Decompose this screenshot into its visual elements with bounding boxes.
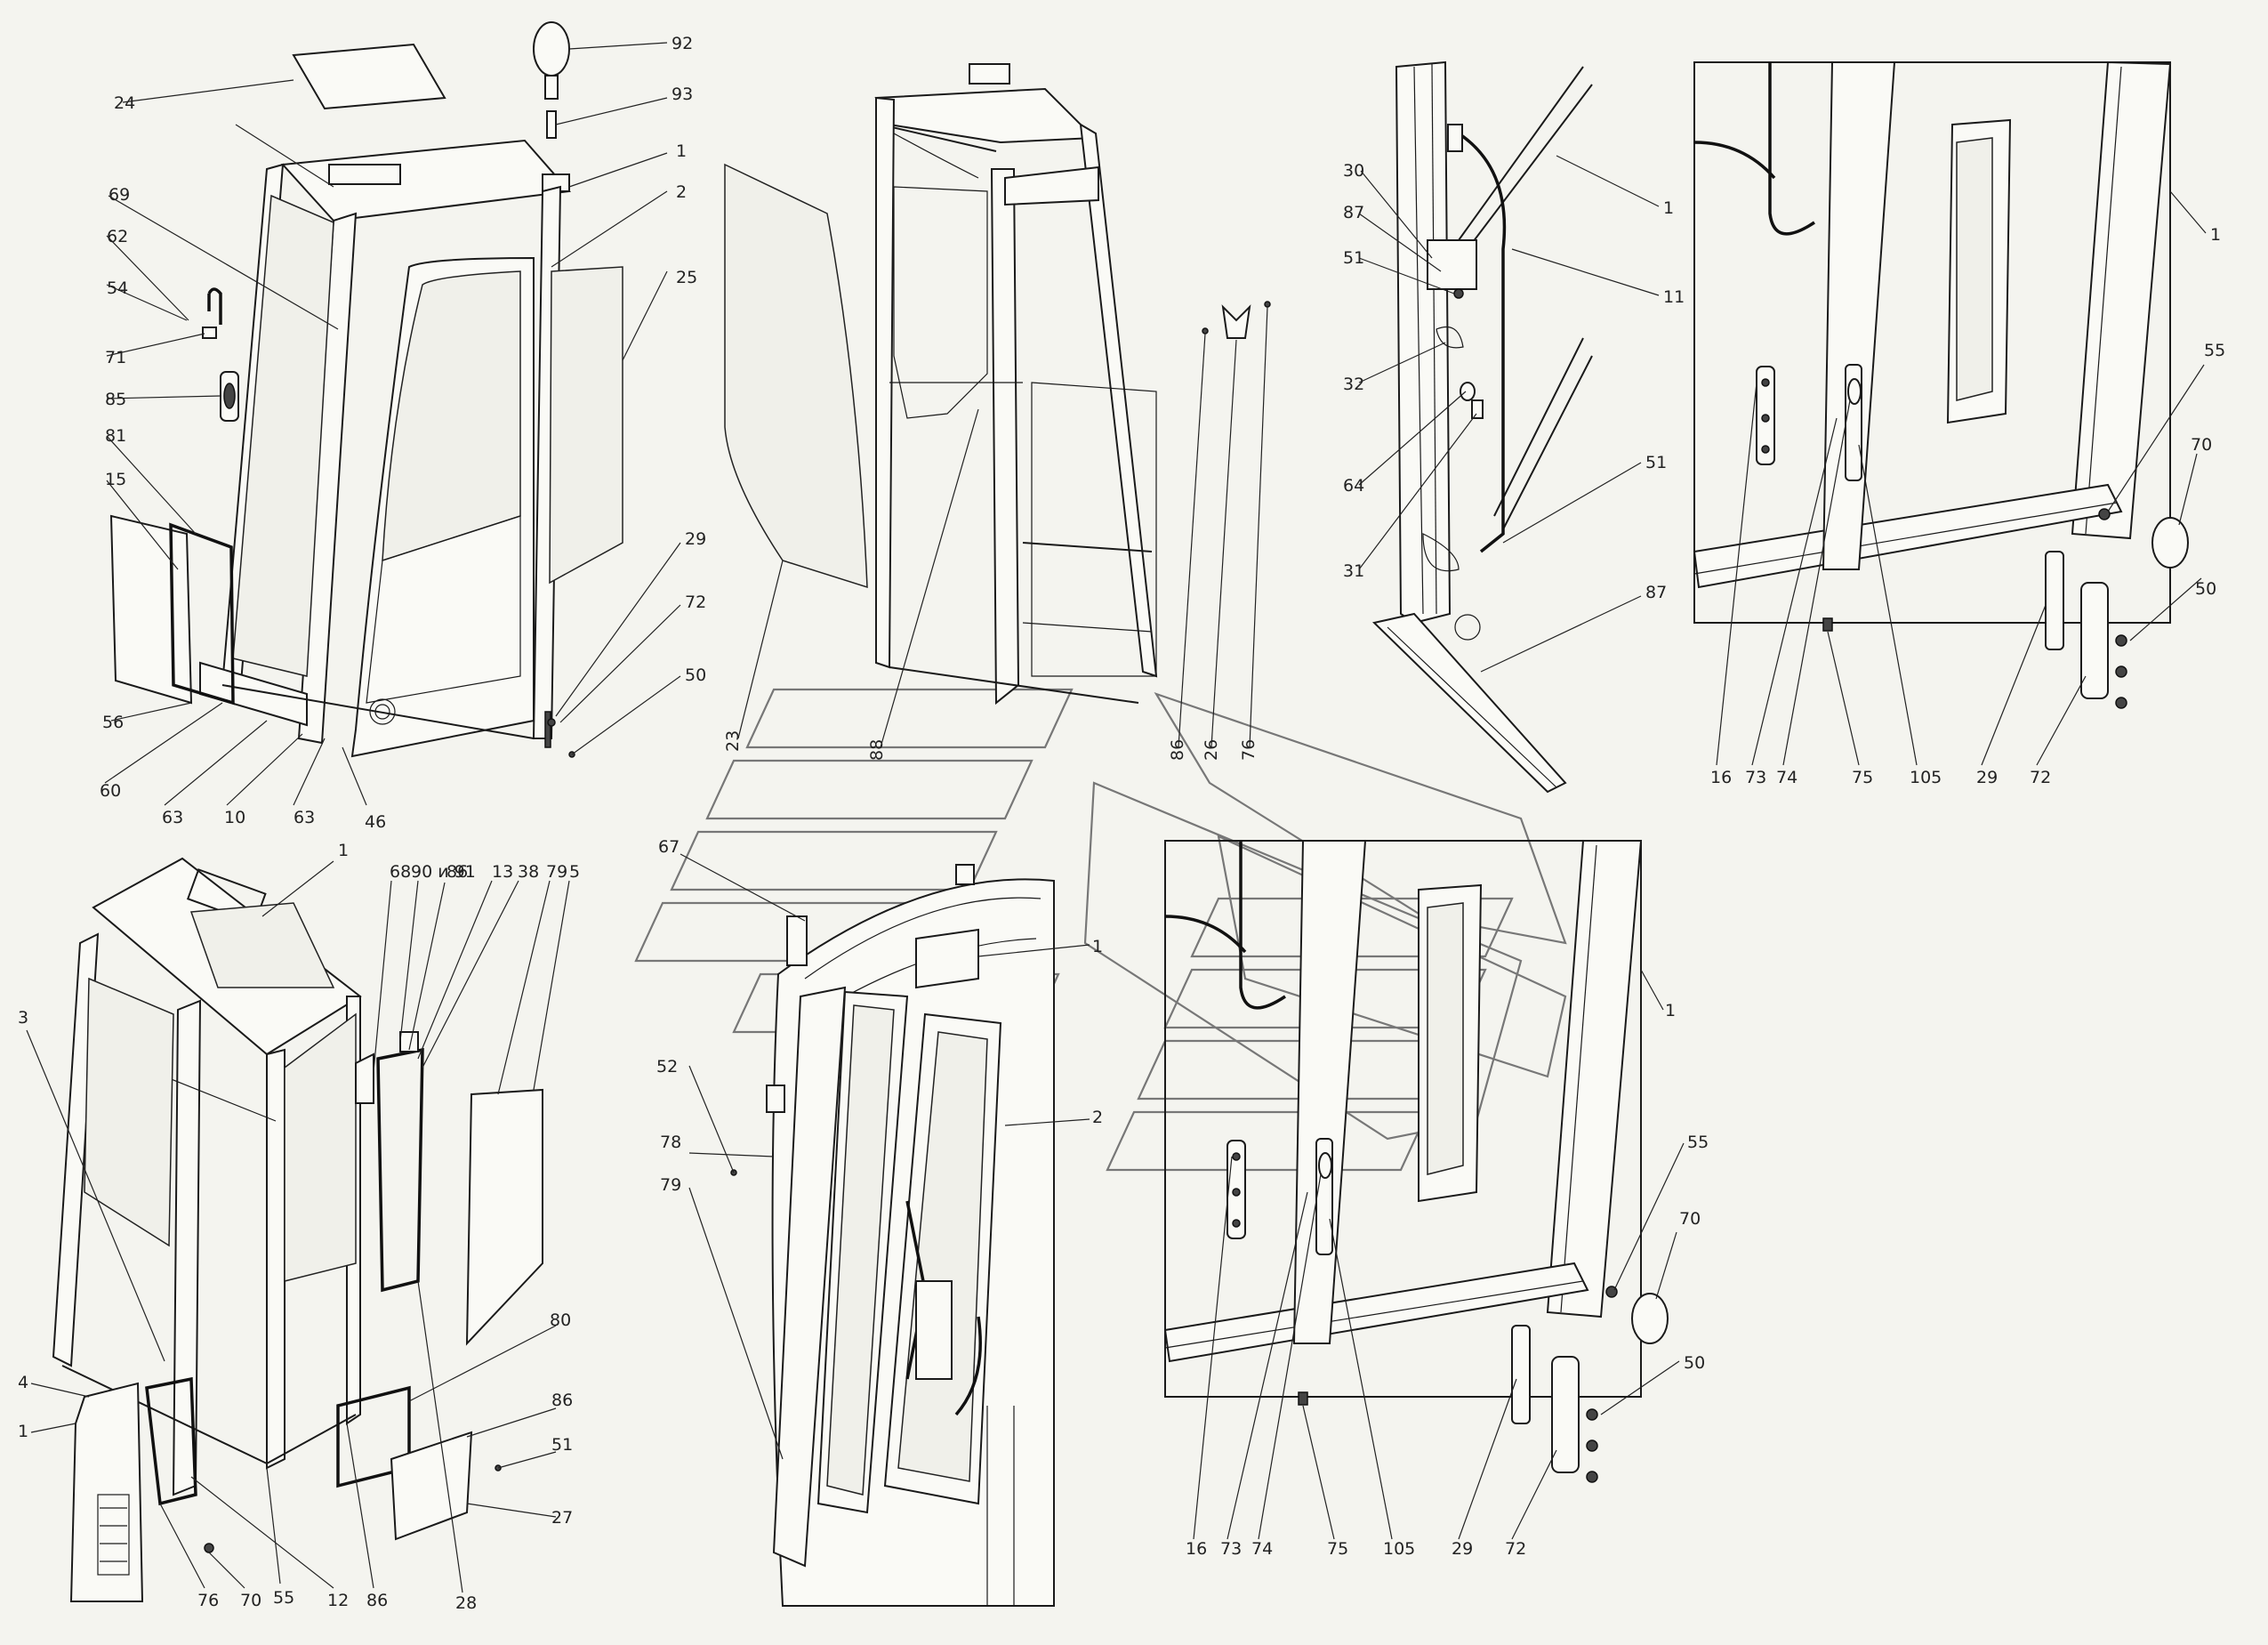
callout-label: 70 bbox=[1679, 1209, 1701, 1229]
callout-label: 79 bbox=[660, 1175, 681, 1195]
callout-label: 88 bbox=[867, 739, 887, 761]
cab-front-exploded-view bbox=[104, 21, 681, 806]
callout-label: 78 bbox=[660, 1133, 681, 1152]
callout-label: 75 bbox=[1852, 768, 1873, 787]
callout-label: 31 bbox=[1343, 561, 1364, 581]
callout-label: 1 bbox=[338, 841, 349, 860]
callout-label: 50 bbox=[685, 665, 706, 685]
callout-label: 93 bbox=[672, 85, 693, 104]
door-lock-detail-top-view bbox=[1693, 60, 2207, 766]
callout-label: 87 bbox=[1343, 203, 1364, 222]
callout-label: 71 bbox=[105, 348, 126, 367]
callout-label: 16 bbox=[1186, 1539, 1207, 1559]
callout-label: 29 bbox=[1976, 768, 1998, 787]
cab-frame-side-glass-view bbox=[724, 63, 1271, 748]
callout-label: 2 bbox=[1092, 1108, 1103, 1127]
callout-label: 15 bbox=[105, 470, 126, 489]
callout-label: 30 bbox=[1343, 161, 1364, 181]
callout-label: 76 bbox=[197, 1591, 219, 1610]
callout-label: 73 bbox=[1220, 1539, 1242, 1559]
callout-label: 72 bbox=[2030, 768, 2051, 787]
handrail-detail-view bbox=[1358, 60, 1660, 794]
callout-label: 56 bbox=[102, 713, 124, 732]
callout-label: 5 bbox=[569, 862, 580, 882]
callout-label: 72 bbox=[685, 593, 706, 612]
callout-label: 27 bbox=[551, 1508, 573, 1528]
callout-label: 1 bbox=[676, 141, 687, 161]
door-glazing-detail-view bbox=[680, 853, 1090, 1607]
callout-label: 90 и 91 bbox=[411, 862, 476, 882]
callout-label: 68 bbox=[390, 862, 411, 882]
callout-label: 105 bbox=[1383, 1539, 1415, 1559]
callout-label: 105 bbox=[1910, 768, 1942, 787]
callout-label: 16 bbox=[1710, 768, 1732, 787]
callout-label: 86 bbox=[551, 1391, 573, 1410]
callout-label: 69 bbox=[109, 185, 130, 205]
callout-label: 86 bbox=[446, 862, 468, 882]
door-lock-detail-bottom-view bbox=[1163, 840, 1685, 1540]
callout-label: 3 bbox=[18, 1008, 28, 1028]
callout-label: 63 bbox=[294, 808, 315, 827]
callout-label: 1 bbox=[1665, 1001, 1676, 1020]
callout-label: 12 bbox=[327, 1591, 349, 1610]
callout-label: 11 bbox=[1663, 287, 1685, 307]
callout-label: 85 bbox=[105, 390, 126, 409]
callout-label: 81 bbox=[105, 426, 126, 446]
callout-label: 1 bbox=[2210, 225, 2221, 245]
callout-label: 1 bbox=[1663, 198, 1674, 218]
callout-label: 75 bbox=[1327, 1539, 1348, 1559]
callout-label: 38 bbox=[518, 862, 539, 882]
callout-label: 32 bbox=[1343, 375, 1364, 394]
callout-label: 70 bbox=[2191, 435, 2212, 455]
callout-label: 50 bbox=[1684, 1353, 1705, 1373]
cab-rear-exploded-view bbox=[26, 857, 570, 1602]
callout-label: 63 bbox=[162, 808, 183, 827]
callout-label: 10 bbox=[224, 808, 245, 827]
callout-label: 28 bbox=[455, 1593, 477, 1613]
callout-label: 29 bbox=[685, 529, 706, 549]
callout-label: 51 bbox=[551, 1435, 573, 1455]
callout-label: 4 bbox=[18, 1373, 28, 1392]
callout-label: 52 bbox=[656, 1057, 678, 1077]
callout-label: 24 bbox=[114, 93, 135, 113]
callout-label: 86 bbox=[1168, 739, 1187, 761]
callout-label: 51 bbox=[1343, 248, 1364, 268]
callout-label: 74 bbox=[1251, 1539, 1273, 1559]
callout-label: 26 bbox=[1202, 739, 1221, 761]
callout-label: 55 bbox=[2204, 341, 2225, 360]
callout-label: 55 bbox=[1687, 1133, 1709, 1152]
callout-label: 87 bbox=[1645, 583, 1667, 602]
callout-label: 60 bbox=[100, 781, 121, 801]
callout-label: 51 bbox=[1645, 453, 1667, 472]
callout-label: 2 bbox=[676, 182, 687, 202]
callout-label: 54 bbox=[107, 278, 128, 298]
callout-label: 1 bbox=[1092, 937, 1103, 956]
callout-label: 62 bbox=[107, 227, 128, 246]
callout-label: 25 bbox=[676, 268, 697, 287]
callout-label: 80 bbox=[550, 1310, 571, 1330]
callout-label: 13 bbox=[492, 862, 513, 882]
callout-label: 92 bbox=[672, 34, 693, 53]
callout-label: 72 bbox=[1505, 1539, 1526, 1559]
callout-label: 23 bbox=[723, 730, 743, 752]
callout-label: 79 bbox=[546, 862, 567, 882]
callout-label: 29 bbox=[1452, 1539, 1473, 1559]
callout-label: 50 bbox=[2195, 579, 2216, 599]
callout-label: 67 bbox=[658, 837, 680, 857]
callout-label: 46 bbox=[365, 812, 386, 832]
callout-label: 70 bbox=[240, 1591, 261, 1610]
callout-label: 86 bbox=[366, 1591, 388, 1610]
callout-label: 55 bbox=[273, 1588, 294, 1608]
callout-label: 1 bbox=[18, 1422, 28, 1441]
callout-label: 76 bbox=[1239, 739, 1259, 761]
callout-label: 64 bbox=[1343, 476, 1364, 496]
callout-label: 74 bbox=[1776, 768, 1798, 787]
callout-label: 73 bbox=[1745, 768, 1766, 787]
